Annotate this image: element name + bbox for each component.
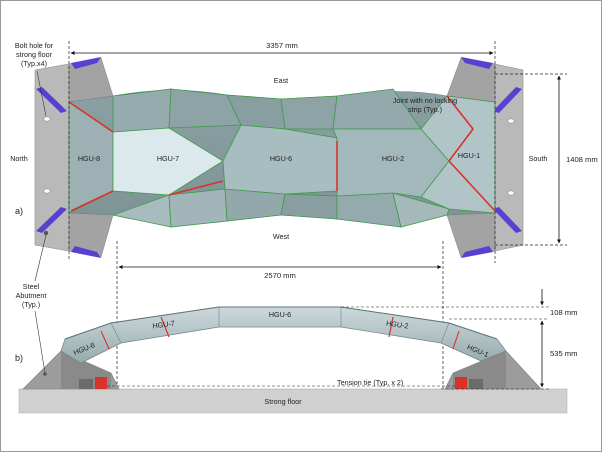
shell-plan: [68, 88, 496, 228]
unit-label-hgu-2: HGU-2: [382, 154, 404, 163]
svg-text:Steel: Steel: [23, 282, 40, 291]
compass-north: North: [10, 154, 28, 163]
unit-label-hgu-8: HGU-8: [78, 154, 100, 163]
unit-label-hgu-1: HGU-1: [458, 151, 480, 160]
elev-label-hgu-6: HGU-6: [269, 310, 291, 319]
tension-tie: Tension tie (Typ. x 2): [107, 378, 455, 387]
pointer-dot-icon: [43, 230, 49, 236]
dimension-rise: 108 mm 535 mm: [341, 289, 577, 390]
svg-text:(Typ.x4): (Typ.x4): [21, 59, 47, 68]
unit-label-hgu-7: HGU-7: [157, 154, 179, 163]
pointer-dot-icon: [43, 372, 47, 376]
panel-label-b: b): [15, 353, 23, 363]
svg-text:535 mm: 535 mm: [550, 349, 577, 358]
svg-text:strip (Typ.): strip (Typ.): [408, 105, 442, 114]
svg-text:3357 mm: 3357 mm: [266, 41, 298, 50]
svg-text:(Typ.): (Typ.): [22, 300, 40, 309]
svg-text:Tension tie (Typ. x 2): Tension tie (Typ. x 2): [337, 378, 403, 387]
dimension-length-total: 3357 mm: [68, 41, 496, 263]
bolt-hole-icon: [43, 116, 51, 122]
unit-label-hgu-6: HGU-6: [270, 154, 292, 163]
svg-text:Abutment: Abutment: [16, 291, 47, 300]
dimension-width: 1408 mm: [495, 73, 598, 246]
svg-text:strong floor: strong floor: [16, 50, 53, 59]
panel-label-a: a): [15, 206, 23, 216]
svg-text:2570 mm: 2570 mm: [264, 271, 296, 280]
callout-joint: Joint with no locking strip (Typ.): [393, 96, 457, 114]
compass-west: West: [273, 232, 289, 241]
compass-east: East: [274, 76, 288, 85]
steel-abutment-right: [446, 57, 524, 258]
callout-bolt-hole: Bolt hole for strong floor (Typ.x4): [15, 41, 54, 117]
elev-label-hgu-2: HGU-2: [386, 319, 409, 331]
callout-steel-abutment: Steel Abutment (Typ.): [16, 234, 47, 376]
svg-text:Strong floor: Strong floor: [264, 397, 302, 406]
steel-abutment-left: [34, 57, 114, 258]
svg-text:1408 mm: 1408 mm: [566, 155, 598, 164]
plan-unit-labels: HGU-8 HGU-7 HGU-6 HGU-2 HGU-1: [78, 151, 480, 163]
abutments-elevation: [22, 350, 542, 390]
bolt-hole-icon: [507, 118, 515, 124]
bolt-hole-icon: [43, 188, 51, 194]
svg-text:108 mm: 108 mm: [550, 308, 577, 317]
dimension-span: 2570 mm: [116, 241, 444, 389]
arch-elevation: [60, 306, 507, 364]
svg-text:Joint with no locking: Joint with no locking: [393, 96, 457, 105]
svg-text:Bolt hole for: Bolt hole for: [15, 41, 54, 50]
strong-floor: Strong floor: [18, 388, 568, 414]
bolt-hole-icon: [507, 190, 515, 196]
compass-south: South: [529, 154, 548, 163]
elev-label-hgu-7: HGU-7: [152, 319, 175, 331]
